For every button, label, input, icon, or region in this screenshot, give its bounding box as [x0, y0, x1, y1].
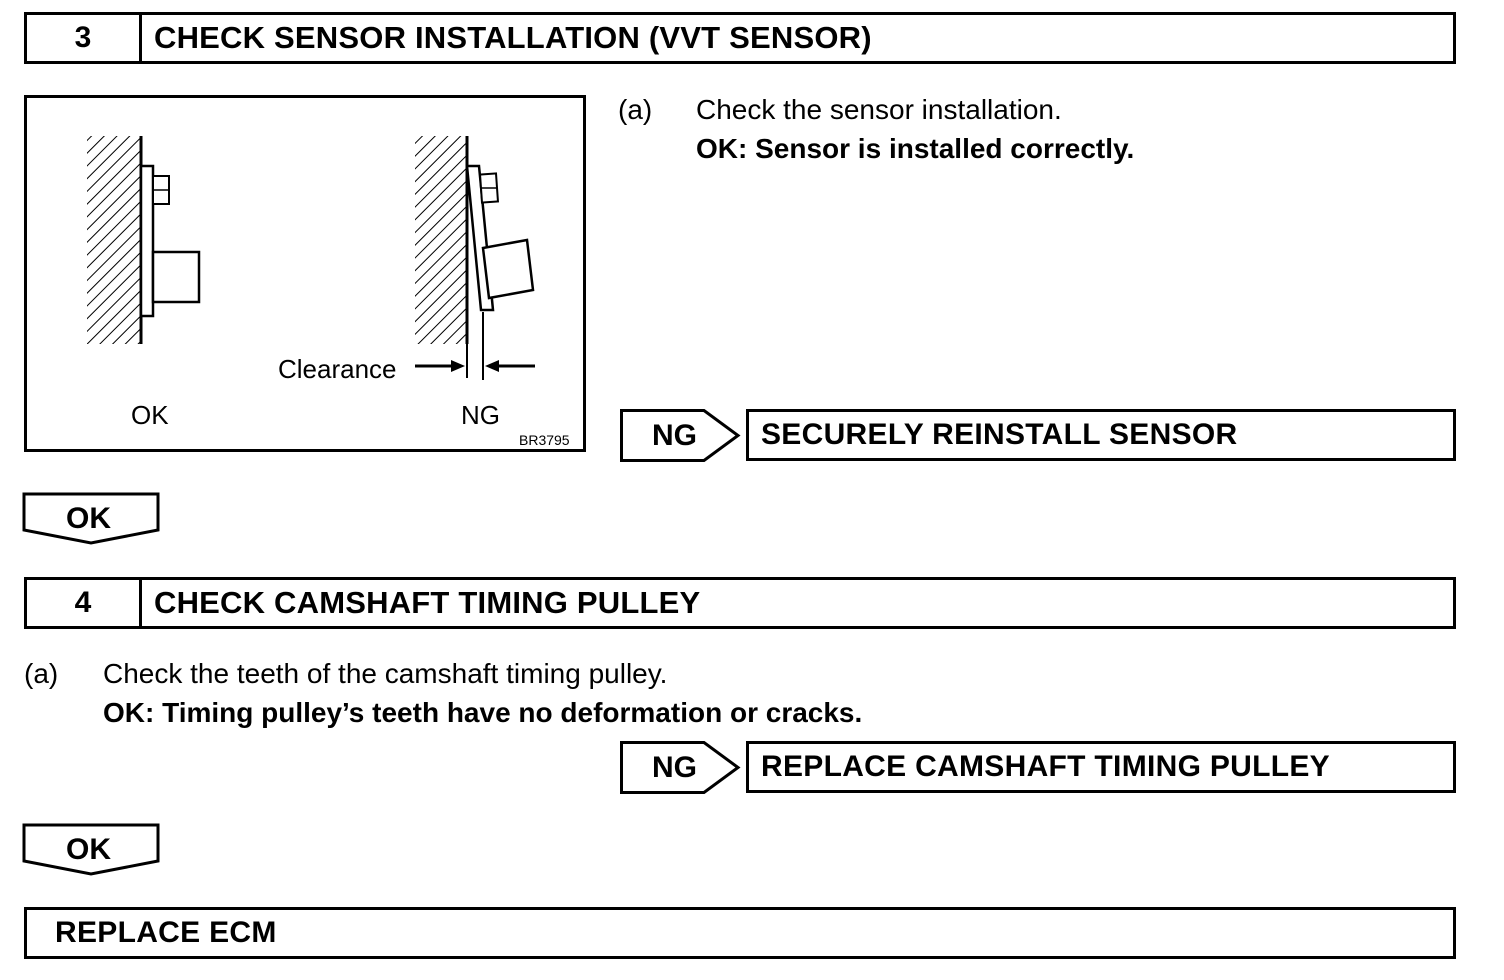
- figure-code: BR3795: [519, 432, 570, 448]
- step-4-ng-tag: NG: [652, 751, 697, 784]
- step-4-ng-action: REPLACE CAMSHAFT TIMING PULLEY: [746, 741, 1456, 793]
- step-3-ng-arrow-shape: [620, 409, 741, 462]
- step-4-ok-arrow-shape: [22, 823, 160, 876]
- step-4-header: 4 CHECK CAMSHAFT TIMING PULLEY: [24, 577, 1456, 629]
- final-action-box: REPLACE ECM: [24, 907, 1456, 959]
- sensor-diagram: [87, 136, 535, 380]
- step-3-instruction: Check the sensor installation.: [696, 94, 1062, 125]
- step-3-title: CHECK SENSOR INSTALLATION (VVT SENSOR): [154, 20, 872, 55]
- step-4-number: 4: [27, 580, 142, 626]
- figure-ok-label: OK: [131, 400, 169, 430]
- step-4-item-label: (a): [24, 658, 59, 689]
- step-3-header: 3 CHECK SENSOR INSTALLATION (VVT SENSOR): [24, 12, 1456, 64]
- sensor-installation-figure: Clearance OK NG BR3795: [24, 95, 586, 452]
- figure-ng-label: NG: [461, 400, 500, 430]
- step-3-ok-arrow-shape: [22, 492, 160, 545]
- step-4-ok-criteria: OK: Timing pulley’s teeth have no deform…: [103, 697, 863, 728]
- step-3-item-label: (a): [618, 94, 653, 125]
- ng-sensor-drawing: [415, 136, 535, 380]
- step-3-ng-tag: NG: [652, 419, 697, 452]
- step-3-ng-action: SECURELY REINSTALL SENSOR: [746, 409, 1456, 461]
- step-3-ok-tag: OK: [66, 502, 111, 535]
- step-3-number: 3: [27, 15, 142, 61]
- step-4-title: CHECK CAMSHAFT TIMING PULLEY: [154, 585, 701, 620]
- step-4-instruction: Check the teeth of the camshaft timing p…: [103, 658, 668, 689]
- clearance-label: Clearance: [278, 354, 397, 384]
- step-4-ok-tag: OK: [66, 833, 111, 866]
- step-4-ng-arrow-shape: [620, 741, 741, 794]
- ok-sensor-drawing: [87, 136, 201, 344]
- step-3-ok-criteria: OK: Sensor is installed correctly.: [696, 133, 1135, 164]
